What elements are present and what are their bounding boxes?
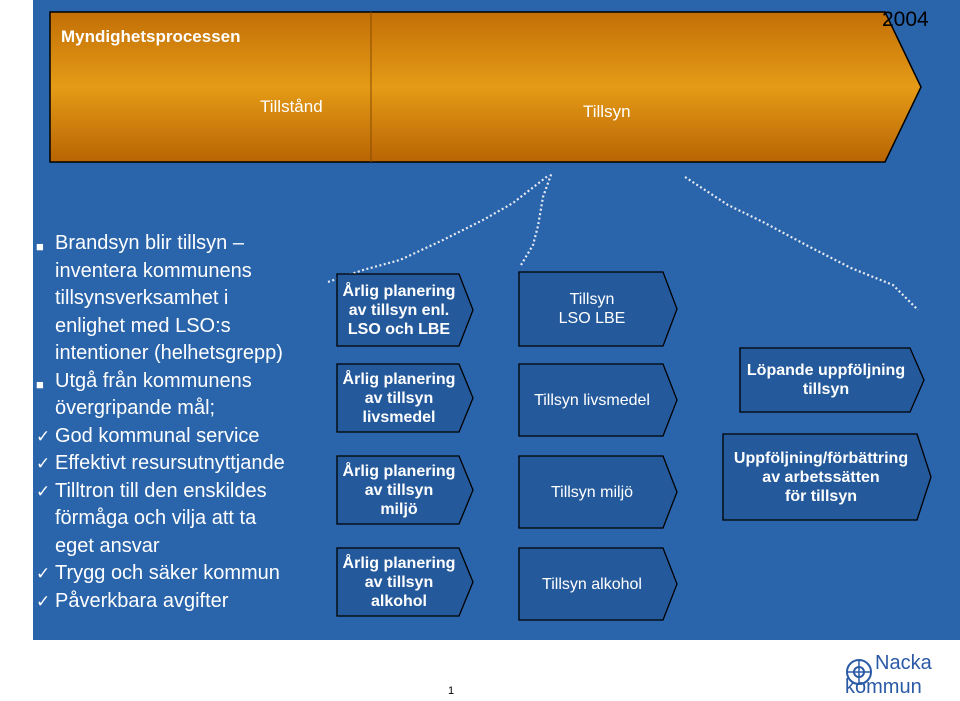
bullet-text: Tilltron till den enskildes [55,479,267,502]
bullet-line: ✓Effektivt resursutnyttjande [33,450,333,478]
process-arrow-canvas [49,11,922,311]
checkmark-icon: ✓ [36,454,51,473]
planning-text-miljo: Årlig planering av tillsyn miljö [342,462,456,518]
tillsyn-text-lso-lbe: Tillsyn LSO LBE [558,291,626,327]
planning-text-lso: Årlig planering av tillsyn enl. LSO och … [342,282,456,338]
tillsyn-box-alkohol: Tillsyn alkohol [517,546,679,622]
followup-box-lopande: Löpande uppföljning tillsyn [738,346,926,414]
bullet-text: Brandsyn blir tillsyn – [55,232,244,254]
bullet-line: ■ Brandsyn blir tillsyn – [33,230,333,258]
checkmark-icon: ✓ [36,481,51,501]
phase-label-tillsyn: Tillsyn [583,102,631,121]
square-bullet-icon: ■ [36,376,44,392]
followup-box-forbattring: Uppföljning/förbättring av arbetssätten … [721,432,933,522]
bullet-line: eget ansvar [33,533,333,561]
bullet-text: övergripande mål; [55,397,216,419]
nacka-kommun-logo: Nacka kommun [845,648,957,698]
bullet-line: intentioner (helhetsgrepp) [33,340,333,368]
bullet-text: Påverkbara avgifter [55,589,229,612]
bullet-line: ✓God kommunal service [33,423,333,451]
bullet-line: övergripande mål; [33,395,333,423]
checkmark-icon: ✓ [36,564,51,583]
tillsyn-text-miljo: Tillsyn miljö [550,483,634,501]
logo-icon: Nacka kommun [845,652,933,698]
checkmark-icon: ✓ [36,591,51,611]
bullet-line: ✓Trygg och säker kommun [33,560,333,588]
slide-background: Myndighetsprocessen Tillstånd Tillsyn ■ B… [33,0,960,640]
bullet-text: God kommunal service [55,424,260,447]
tillsyn-box-miljo: Tillsyn miljö [517,454,679,530]
bullet-line: tillsynsverksamhet i [33,285,333,313]
bullet-text: förmåga och vilja att ta [55,507,257,529]
tillsyn-box-lso-lbe: Tillsyn LSO LBE [517,270,679,348]
bullet-list: ■ Brandsyn blir tillsyn – inventera kommun… [33,230,333,615]
planning-box-miljo: Årlig planering av tillsyn miljö [335,454,475,526]
year-label: 2004 [882,8,929,31]
page-number: 1 [448,685,455,697]
bullet-line: ■ Utgå från kommunens [33,368,333,396]
planning-box-alkohol: Årlig planering av tillsyn alkohol [335,546,475,618]
logo-text-nacka: Nacka [875,652,933,674]
bullet-text: inventera kommunens [55,259,252,282]
process-title: Myndighetsprocessen [61,27,241,46]
bullet-text: Trygg och säker kommun [55,562,280,584]
planning-text-alkohol: Årlig planering av tillsyn alkohol [342,554,456,610]
bullet-text: tillsynsverksamhet i [55,287,229,309]
process-arrow [49,11,922,163]
bullet-text: eget ansvar [55,534,160,557]
bullet-line: ✓Påverkbara avgifter [33,588,333,616]
logo-text-kommun: kommun [845,676,922,696]
phase-label-tillstand: Tillstånd [260,97,323,116]
tillsyn-box-livsmedel: Tillsyn livsmedel [517,362,679,438]
bullet-line: ✓Tilltron till den enskildes [33,478,333,506]
followup-text-forbattring: Uppföljning/förbättring av arbetssätten … [733,449,909,505]
square-bullet-icon: ■ [36,239,44,254]
bullet-text: intentioner (helhetsgrepp) [55,342,283,364]
bullet-text: Effektivt resursutnyttjande [55,452,285,474]
tillsyn-text-livsmedel: Tillsyn livsmedel [534,391,650,409]
bullet-line: inventera kommunens [33,258,333,286]
dotted-connectors [327,171,919,311]
planning-box-lso: Årlig planering av tillsyn enl. LSO och … [335,272,475,348]
checkmark-icon: ✓ [36,426,51,446]
planning-text-livsmedel: Årlig planering av tillsyn livsmedel [342,370,456,426]
followup-text-lopande: Löpande uppföljning tillsyn [746,362,906,398]
planning-box-livsmedel: Årlig planering av tillsyn livsmedel [335,362,475,434]
bullet-text: enlighet med LSO:s [55,314,231,337]
bullet-line: förmåga och vilja att ta [33,505,333,533]
bullet-line: enlighet med LSO:s [33,313,333,341]
tillsyn-text-alkohol: Tillsyn alkohol [542,575,642,593]
bullet-text: Utgå från kommunens [55,369,252,392]
